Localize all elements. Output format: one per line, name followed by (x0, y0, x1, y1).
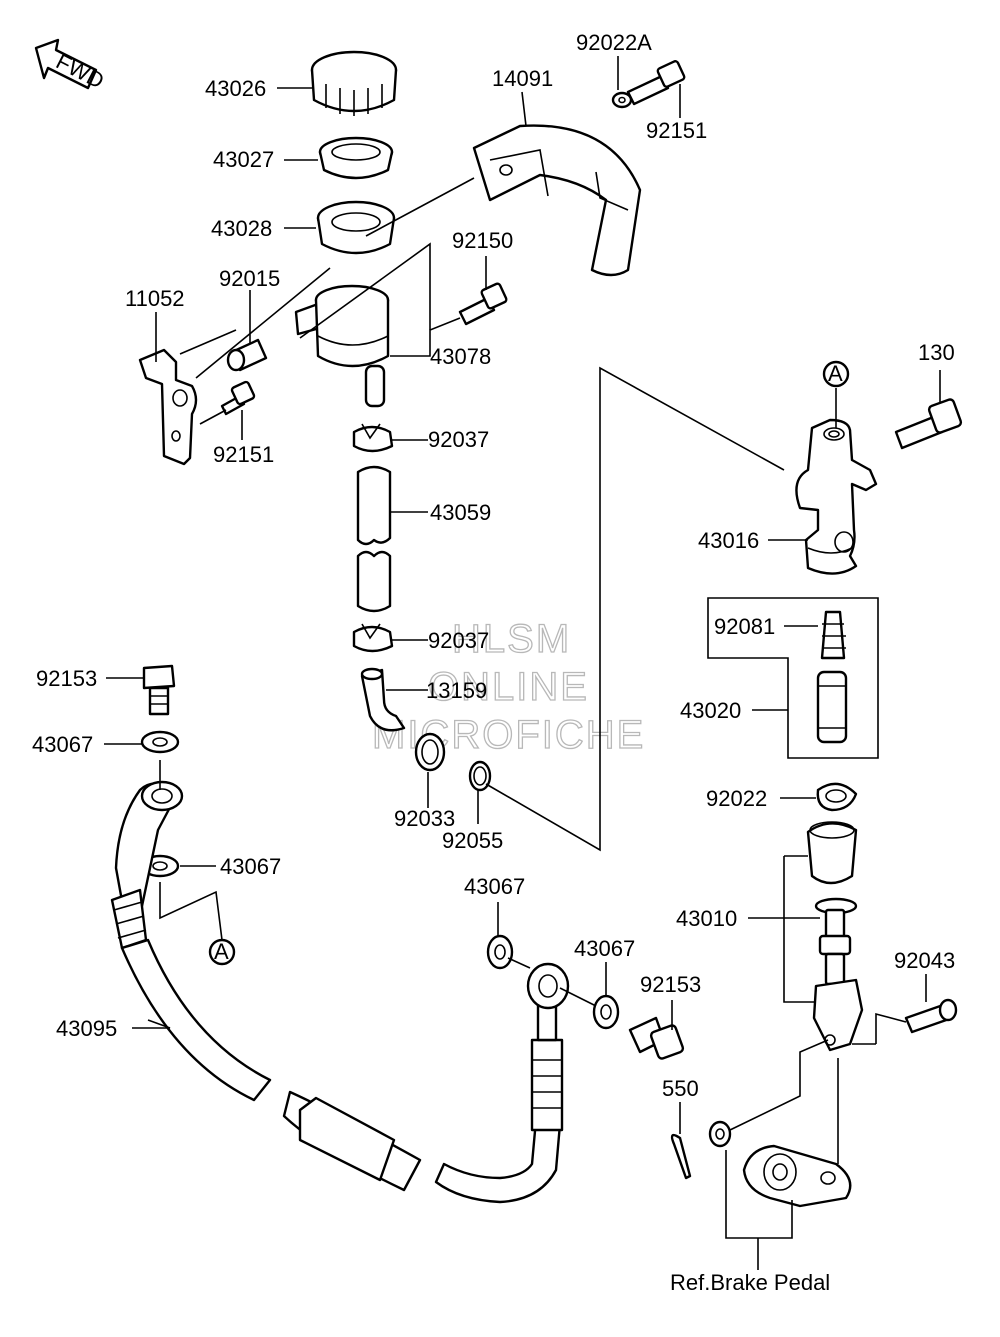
reservoir-tank[interactable] (294, 284, 390, 408)
part-labels: 43026 43027 43028 14091 92022A 92151 921… (32, 30, 955, 1295)
circlip-92022[interactable] (816, 782, 858, 812)
watermark-line-2: ONLINE (428, 665, 589, 709)
watermark-line-1: HLSM (452, 617, 571, 661)
washer-43067-d[interactable] (592, 994, 620, 1030)
clevis-pin-92043[interactable] (904, 998, 958, 1034)
label-92081: 92081 (714, 614, 775, 639)
piston-cup-92081[interactable] (820, 610, 846, 660)
bolt-130[interactable] (894, 398, 963, 450)
brake-hose[interactable] (110, 780, 570, 1204)
label-43016: 43016 (698, 528, 759, 553)
reservoir-diaphragm-plate[interactable] (318, 136, 394, 180)
label-92150: 92150 (452, 228, 513, 253)
collar-92015[interactable] (226, 338, 268, 372)
label-92153-right: 92153 (640, 972, 701, 997)
label-43067-a: 43067 (32, 732, 93, 757)
label-43028: 43028 (211, 216, 272, 241)
label-43078: 43078 (430, 344, 491, 369)
hose-fitting-elbow[interactable] (360, 667, 406, 732)
marker-a-top: A (822, 360, 850, 388)
label-11052: 11052 (125, 286, 185, 311)
washer-pedal[interactable] (708, 1120, 732, 1148)
hose-clamp-upper[interactable] (352, 423, 394, 453)
label-43010: 43010 (676, 906, 737, 931)
reservoir-cap[interactable] (310, 50, 398, 116)
reservoir-hose[interactable] (356, 465, 392, 613)
washer-92022A[interactable] (611, 91, 633, 109)
label-14091: 14091 (492, 66, 553, 91)
watermark: HLSM ONLINE MICROFICHE (371, 616, 645, 757)
circlip-92033[interactable] (414, 732, 446, 772)
label-13159: 13159 (426, 678, 487, 703)
label-92055: 92055 (442, 828, 503, 853)
label-43026: 43026 (205, 76, 266, 101)
marker-a-bottom: A (208, 938, 236, 966)
banjo-bolt-right[interactable] (628, 1016, 685, 1060)
fwd-arrow-icon: FWD (34, 38, 108, 94)
label-92033: 92033 (394, 806, 455, 831)
label-92037-upper: 92037 (428, 427, 489, 452)
piston-43020[interactable] (816, 670, 848, 744)
ref-brake-pedal-label: Ref.Brake Pedal (670, 1270, 830, 1295)
reservoir-diaphragm[interactable] (316, 200, 396, 255)
label-92022A: 92022A (576, 30, 652, 55)
reservoir-cover-guard[interactable] (472, 124, 642, 277)
label-92043: 92043 (894, 948, 955, 973)
piston-kit-box (707, 597, 879, 759)
washer-43067-a[interactable] (140, 730, 180, 754)
bracket-11052[interactable] (138, 348, 198, 466)
label-43067-c: 43067 (464, 874, 525, 899)
label-92151-left: 92151 (213, 442, 274, 467)
label-92153-left: 92153 (36, 666, 97, 691)
brake-pedal-lever (742, 1144, 852, 1208)
label-130: 130 (918, 340, 955, 365)
label-43067-b: 43067 (220, 854, 281, 879)
fwd-label: FWD (52, 49, 108, 94)
label-43027: 43027 (213, 147, 274, 172)
leader-lines (104, 56, 941, 1270)
label-92151-top: 92151 (646, 118, 707, 143)
label-92015: 92015 (219, 266, 280, 291)
bolt-92151-top[interactable] (626, 60, 686, 106)
label-550: 550 (662, 1076, 699, 1101)
master-cylinder-body[interactable] (795, 418, 878, 575)
hose-clamp-lower[interactable] (352, 623, 394, 653)
marker-a-bottom-label: A (214, 939, 229, 964)
label-43059: 43059 (430, 500, 491, 525)
bolt-92150[interactable] (458, 282, 508, 326)
o-ring-92055[interactable] (468, 760, 492, 792)
bolt-92151-left[interactable] (220, 380, 256, 416)
washer-43067-c[interactable] (486, 934, 514, 970)
label-43095: 43095 (56, 1016, 117, 1041)
label-92022: 92022 (706, 786, 767, 811)
cotter-pin-550[interactable] (670, 1133, 692, 1180)
banjo-bolt-left[interactable] (142, 664, 176, 716)
marker-a-top-label: A (828, 361, 843, 386)
label-92037-lower: 92037 (428, 628, 489, 653)
label-43020: 43020 (680, 698, 741, 723)
push-rod-assembly[interactable] (806, 821, 864, 1052)
label-43067-d: 43067 (574, 936, 635, 961)
watermark-line-3: MICROFICHE (372, 713, 645, 757)
